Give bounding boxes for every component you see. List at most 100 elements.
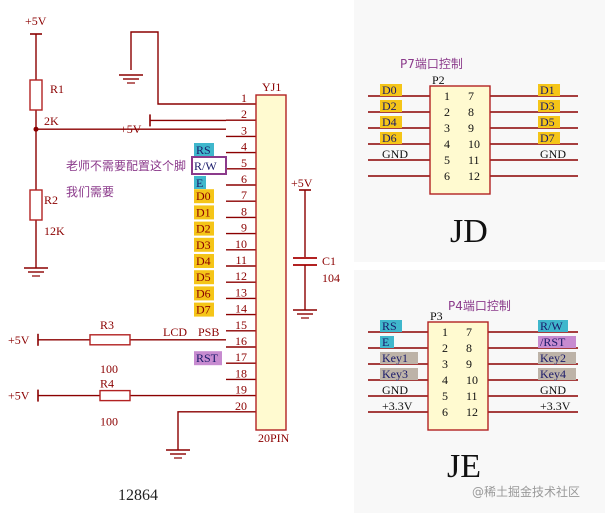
lcd-connector-body — [255, 94, 287, 431]
jd-right-pin-number: 9 — [468, 121, 474, 135]
data-pin-label: D1 — [196, 205, 211, 219]
data-pin-label: D7 — [196, 303, 211, 317]
rs-highlight — [194, 143, 214, 156]
data-pin-highlight — [194, 205, 214, 220]
watermark: @稀土掘金技术社区 — [472, 484, 580, 499]
pin-number: 18 — [235, 366, 247, 380]
jd-left-pin-number: 3 — [444, 121, 450, 135]
psb-label: PSB — [198, 325, 219, 339]
je-right-pin-number: 9 — [466, 357, 472, 371]
je-left-signal-highlight — [380, 336, 394, 348]
r3-resistor — [89, 334, 131, 346]
pin-number: 4 — [241, 140, 247, 154]
jd-left-signal: D6 — [382, 131, 397, 145]
annotation-note: 我们需要 — [66, 184, 114, 199]
pin-number: 7 — [241, 188, 247, 202]
je-left-signal: GND — [382, 383, 408, 397]
pin-number: 8 — [241, 204, 247, 218]
jd-ref: P2 — [432, 73, 445, 87]
jd-right-pin-number: 10 — [468, 137, 480, 151]
jd-right-signal: GND — [540, 147, 566, 161]
jd-left-signal: GND — [382, 147, 408, 161]
je-left-signal-highlight — [380, 352, 418, 364]
supply-label: +5V — [120, 122, 142, 136]
je-left-pin-number: 5 — [442, 389, 448, 403]
je-header-body — [427, 321, 489, 431]
pin-number: 6 — [241, 172, 247, 186]
jd-left-signal: D4 — [382, 115, 397, 129]
je-left-signal: Key1 — [382, 351, 408, 365]
pin-number: 19 — [235, 383, 247, 397]
data-pin-label: D3 — [196, 238, 211, 252]
rst-signal: RST — [196, 351, 219, 365]
je-ref: P3 — [430, 309, 443, 323]
jd-right-signal: D5 — [540, 115, 555, 129]
je-right-signal: +3.3V — [540, 399, 571, 413]
pin-number: 9 — [241, 221, 247, 235]
data-pin-highlight — [194, 237, 214, 252]
pin-number: 5 — [241, 156, 247, 170]
data-pin-label: D6 — [196, 286, 211, 300]
annotation-note: 老师不需要配置这个脚 — [66, 158, 186, 173]
lcd-label: LCD — [163, 325, 187, 339]
je-left-pin-number: 2 — [442, 341, 448, 355]
jd-right-pin-number: 7 — [468, 89, 474, 103]
je-right-pin-number: 10 — [466, 373, 478, 387]
pin-number: 11 — [235, 253, 247, 267]
data-pin-label: D4 — [196, 254, 211, 268]
r3-value: 100 — [100, 362, 118, 376]
r3-ref: R3 — [100, 318, 114, 332]
e-signal: E — [196, 176, 203, 190]
pin-number: 2 — [241, 107, 247, 121]
je-right-signal: R/W — [540, 319, 563, 333]
data-pin-highlight — [194, 286, 214, 301]
pin-number: 13 — [235, 285, 247, 299]
je-right-signal: Key4 — [540, 367, 566, 381]
r4-value: 100 — [100, 415, 118, 429]
je-left-pin-number: 4 — [442, 373, 448, 387]
je-right-pin-number: 12 — [466, 405, 478, 419]
jd-left-signal-highlight — [380, 84, 402, 96]
rw-signal: R/W — [194, 159, 217, 173]
r4-resistor — [99, 389, 131, 402]
je-title: JE — [447, 448, 481, 485]
jd-right-signal-highlight — [538, 116, 560, 128]
data-pin-highlight — [194, 189, 214, 204]
r2-resistor — [29, 189, 43, 221]
je-left-pin-number: 3 — [442, 357, 448, 371]
je-right-pin-number: 11 — [466, 389, 478, 403]
r4-ref: R4 — [100, 377, 114, 391]
rw-box — [191, 156, 227, 175]
jd-left-signal-highlight — [380, 132, 402, 144]
je-left-signal: Key3 — [382, 367, 408, 381]
je-right-signal: GND — [540, 383, 566, 397]
r1-ref: R1 — [50, 82, 64, 96]
pin-number: 10 — [235, 237, 247, 251]
jd-right-signal-highlight — [538, 132, 560, 144]
pin-number: 3 — [241, 123, 247, 137]
jd-left-pin-number: 2 — [444, 105, 450, 119]
jd-left-pin-number: 5 — [444, 153, 450, 167]
pin-number: 20 — [235, 399, 247, 413]
je-right-signal-highlight — [538, 368, 576, 380]
e-highlight — [194, 176, 206, 189]
part-label: 12864 — [118, 487, 158, 504]
je-caption: P4端口控制 — [448, 299, 511, 313]
jd-left-pin-number: 6 — [444, 169, 450, 183]
je-left-signal: +3.3V — [382, 399, 413, 413]
pin-number: 16 — [235, 334, 247, 348]
c1-ref: C1 — [322, 254, 336, 268]
jd-right-pin-number: 12 — [468, 169, 480, 183]
supply-label: +5V — [291, 176, 313, 190]
pin-number: 17 — [235, 350, 247, 364]
je-left-signal: E — [382, 335, 389, 349]
r2-value: 12K — [44, 224, 65, 238]
data-pin-highlight — [194, 302, 214, 317]
c1-value: 104 — [322, 271, 340, 285]
rs-signal: RS — [196, 143, 211, 157]
pin-number: 1 — [241, 91, 247, 105]
data-pin-label: D0 — [196, 189, 211, 203]
jd-right-signal: D1 — [540, 83, 555, 97]
